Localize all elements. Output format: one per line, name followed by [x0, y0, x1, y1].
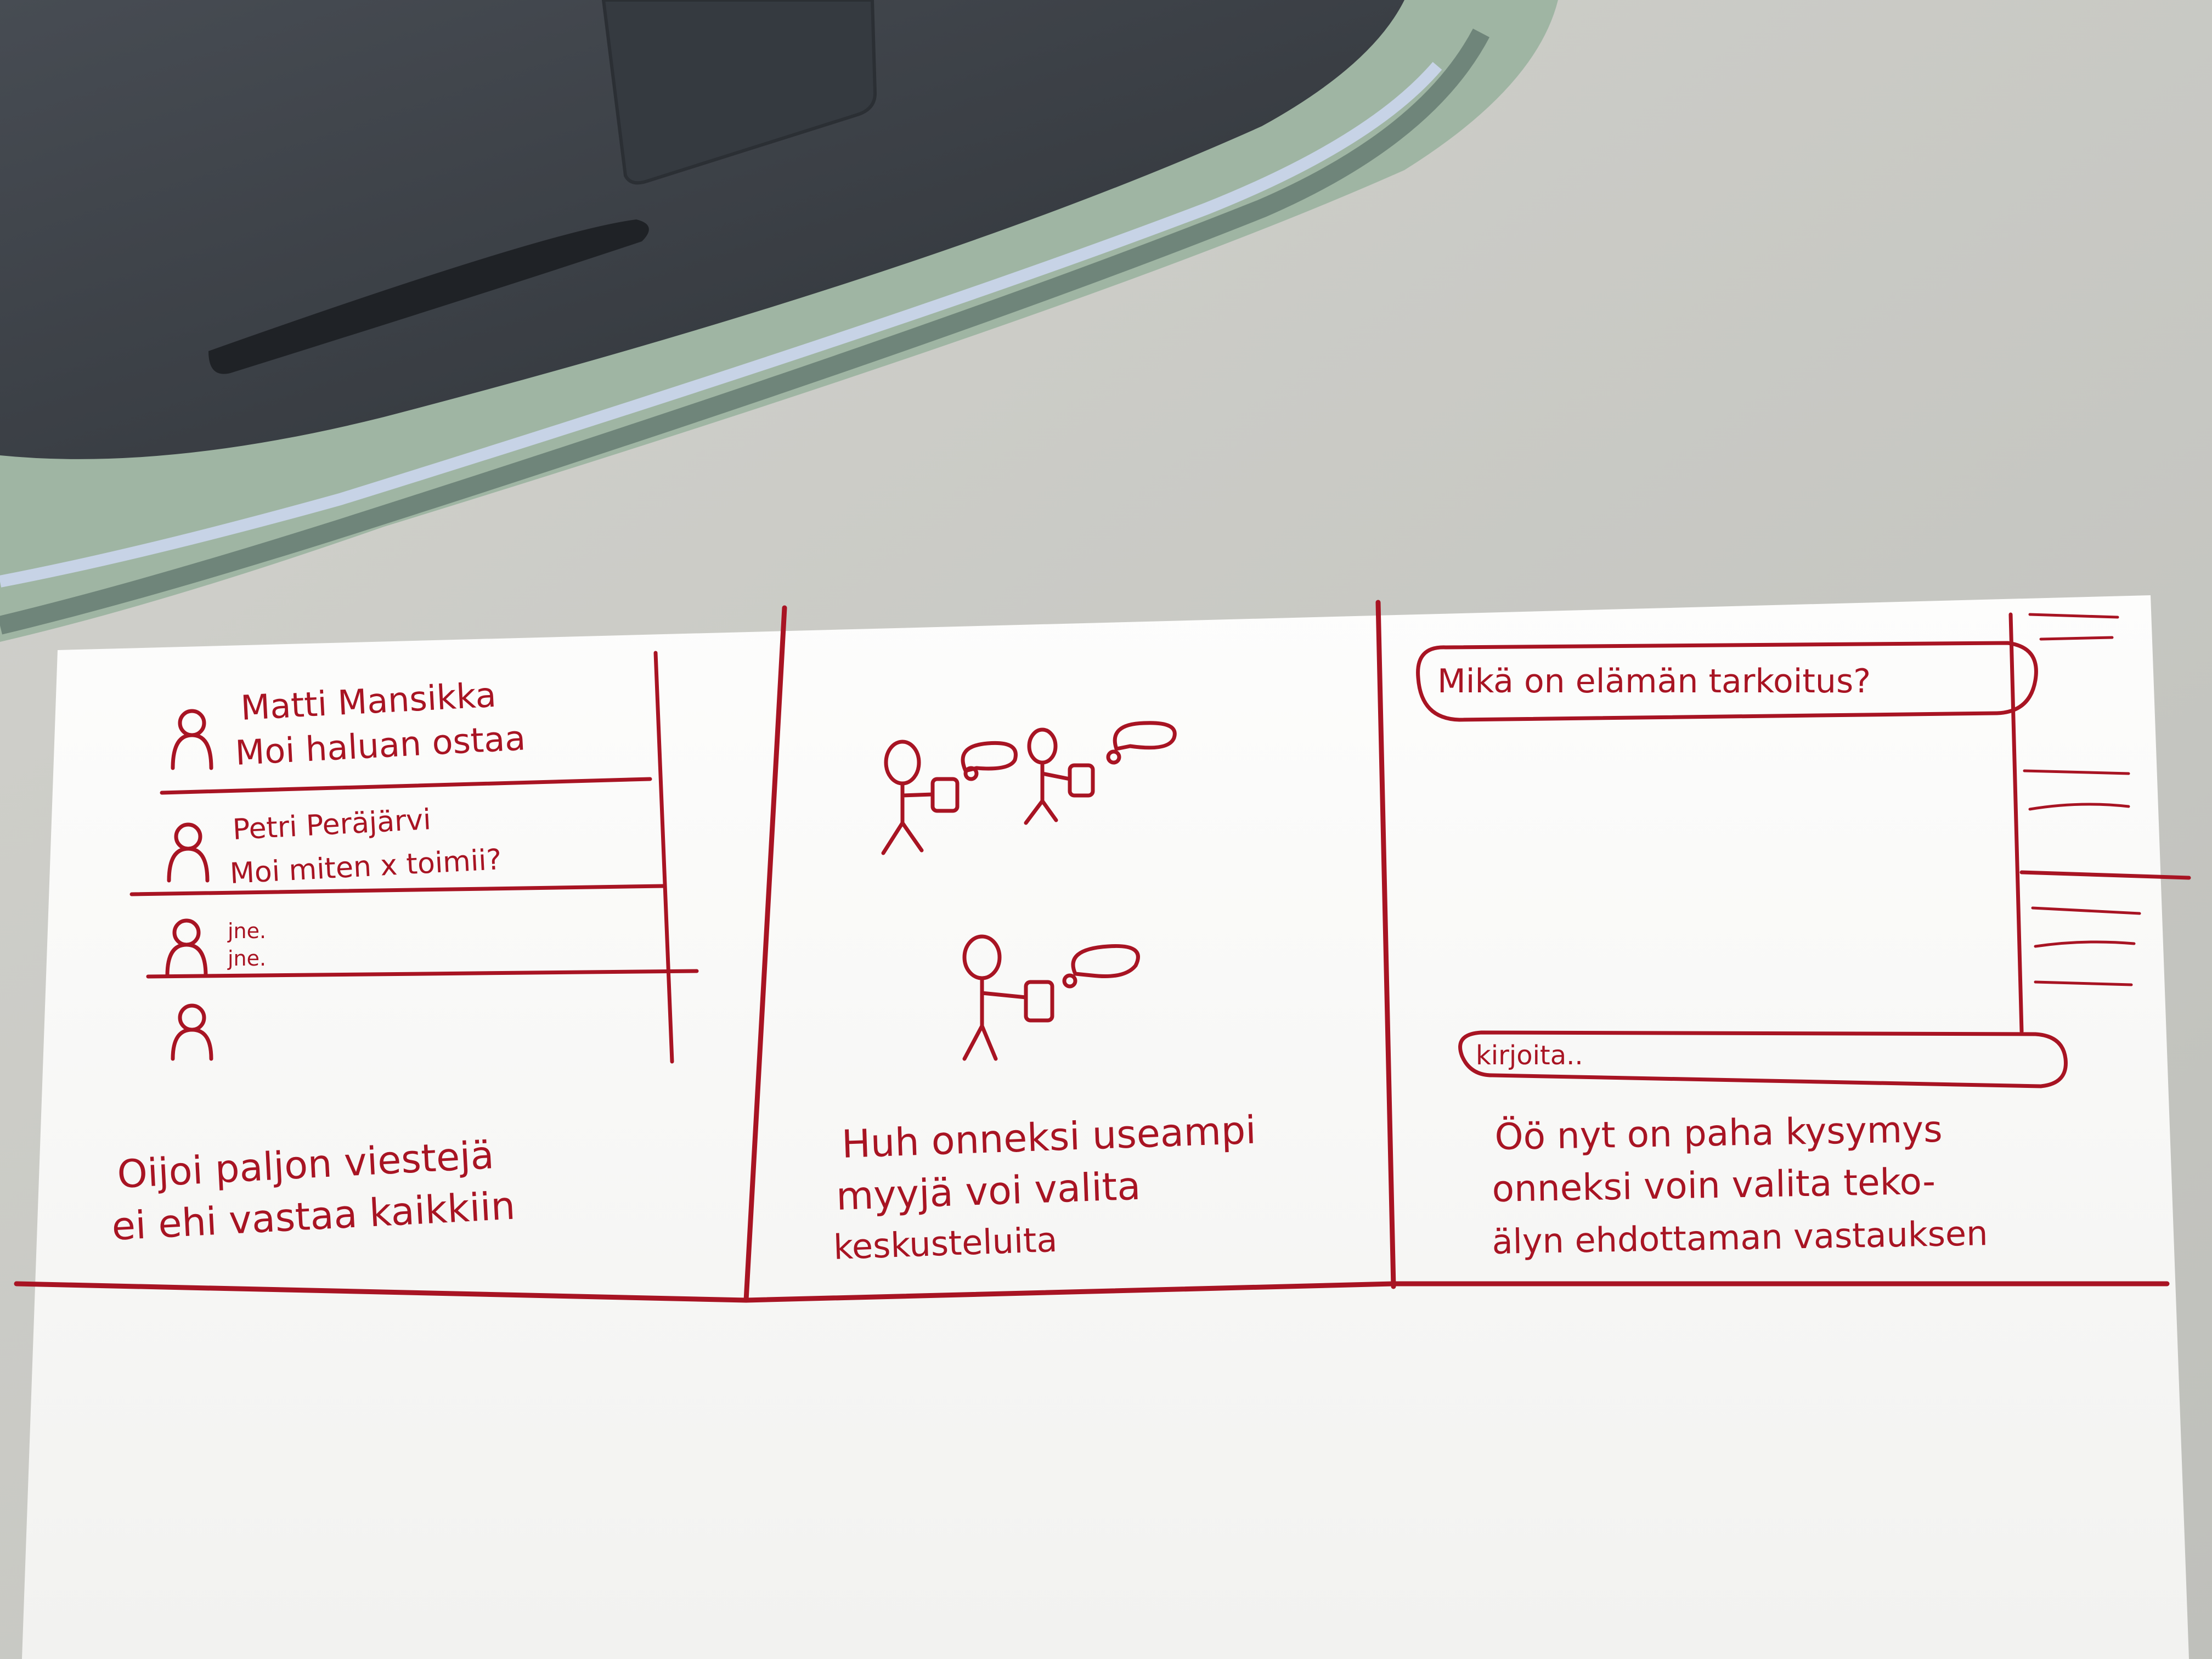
- paper-sheet: [22, 595, 2189, 1659]
- suggestion-line: [2023, 769, 2130, 775]
- input-placeholder: kirjoita..: [1476, 1040, 1583, 1071]
- suggestion-line: [2034, 940, 2136, 948]
- laptop-trackpad: [601, 0, 877, 185]
- panel-caption: keskusteluita: [833, 1220, 1058, 1267]
- panel-caption: myyjä voi valita: [836, 1164, 1142, 1219]
- laptop: [0, 0, 1404, 459]
- panel-divider-1: [743, 605, 787, 1303]
- chat-row-divider: [146, 969, 699, 979]
- chat-area-border: [2008, 612, 2024, 1034]
- suggestion-line: [2039, 636, 2114, 641]
- panel-caption: onneksi voin valita teko-: [1492, 1160, 1936, 1210]
- panel-divider-2: [1375, 600, 1396, 1289]
- chat-message: jne.: [227, 946, 266, 970]
- laptop-notch: [208, 219, 649, 374]
- chat-row-divider: [129, 884, 666, 896]
- suggestion-line: [2028, 613, 2119, 619]
- suggestions-divider: [2019, 870, 2191, 880]
- chat-list-scrollbar: [653, 651, 674, 1064]
- suggestion-line: [2028, 803, 2130, 811]
- stick-figure-icon: [1024, 721, 1177, 825]
- ai-suggestions-list: [2023, 613, 2141, 986]
- avatar-icon: [167, 822, 210, 883]
- sleeve-inner-lining: [0, 61, 1442, 588]
- panel-3: Mikä on elämän tarkoitus? kirjoita.. Öö …: [1416, 612, 2191, 1262]
- suggestion-line: [2031, 906, 2141, 915]
- stick-figure-icon: [962, 934, 1140, 1061]
- chat-avatars: [165, 709, 213, 1061]
- suggestion-line: [2034, 980, 2133, 986]
- panel-caption: Öö nyt on paha kysymys: [1494, 1108, 1943, 1158]
- chat-name: jne.: [227, 919, 266, 943]
- storyboard-frame: [14, 600, 2170, 1303]
- avatar-icon: [165, 918, 208, 978]
- question-bubble: [1416, 641, 2038, 722]
- panel-caption: älyn ehdottaman vastauksen: [1492, 1213, 1988, 1262]
- input-field-outline: [1458, 1030, 2068, 1088]
- chat-question: Mikä on elämän tarkoitus?: [1437, 662, 1871, 701]
- stick-figure-icon: [881, 740, 1018, 855]
- avatar-icon: [171, 1003, 213, 1061]
- avatar-icon: [171, 709, 213, 770]
- sleeve-zipper: [0, 29, 1490, 635]
- storyboard-bottom-line: [14, 1281, 2170, 1303]
- chat-row-divider: [160, 777, 652, 795]
